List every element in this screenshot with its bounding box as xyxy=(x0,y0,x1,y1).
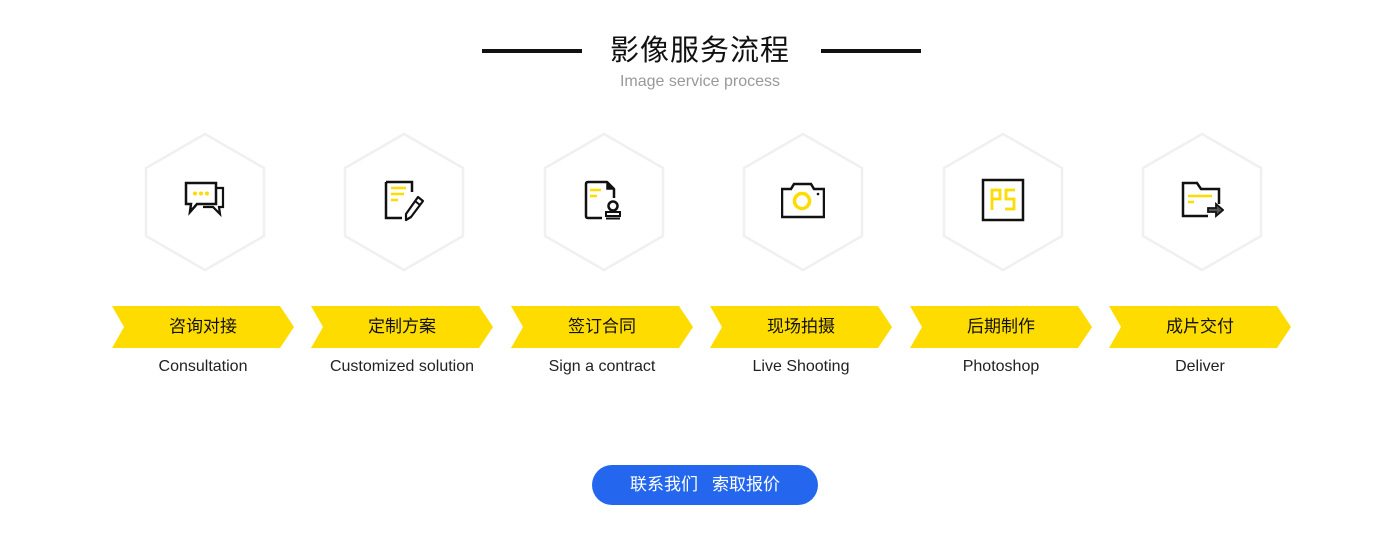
get-quote-label: 索取报价 xyxy=(712,475,780,495)
hexagon-frame xyxy=(543,132,665,272)
process-step-customized-solution: 定制方案 Customized solution xyxy=(301,130,501,390)
process-step-deliver: 成片交付 Deliver xyxy=(1099,130,1299,390)
title-divider-left xyxy=(482,49,582,53)
step-chevron: 定制方案 xyxy=(311,306,493,348)
step-title-en: Sign a contract xyxy=(548,358,656,375)
hexagon-frame xyxy=(343,132,465,272)
step-title-en: Consultation xyxy=(158,358,248,375)
section-subtitle: Image service process xyxy=(619,73,781,90)
hexagon-frame xyxy=(942,132,1064,272)
photoshop-icon xyxy=(981,178,1025,222)
step-title-en: Customized solution xyxy=(329,358,475,375)
step-title-cn: 现场拍摄 xyxy=(767,317,835,337)
chat-bubbles-icon xyxy=(183,178,227,222)
title-divider-right xyxy=(821,49,921,53)
process-step-sign-contract: 签订合同 Sign a contract xyxy=(501,130,701,390)
hexagon-frame xyxy=(1141,132,1263,272)
step-chevron: 签订合同 xyxy=(511,306,693,348)
step-chevron: 后期制作 xyxy=(910,306,1092,348)
step-title-en: Live Shooting xyxy=(752,358,850,375)
step-title-cn: 定制方案 xyxy=(368,317,436,337)
step-title-cn: 签订合同 xyxy=(568,317,636,337)
hexagon-frame xyxy=(742,132,864,272)
step-title-cn: 咨询对接 xyxy=(169,317,237,337)
step-chevron: 现场拍摄 xyxy=(710,306,892,348)
step-title-en: Deliver xyxy=(1175,358,1225,375)
step-title-cn: 后期制作 xyxy=(967,317,1035,337)
step-title-cn: 成片交付 xyxy=(1166,317,1234,337)
process-step-live-shooting: 现场拍摄 Live Shooting xyxy=(700,130,900,390)
process-step-consultation: 咨询对接 Consultation xyxy=(102,130,302,390)
step-chevron: 咨询对接 xyxy=(112,306,294,348)
camera-icon xyxy=(780,178,826,222)
contract-stamp-icon xyxy=(582,178,626,222)
process-steps: 咨询对接 Consultation 定制方案 Customized soluti… xyxy=(0,130,1400,390)
document-edit-icon xyxy=(382,178,426,222)
section-header: 影像服务流程 Image service process xyxy=(0,28,1400,91)
process-step-photoshop: 后期制作 Photoshop xyxy=(900,130,1100,390)
folder-export-icon xyxy=(1180,178,1225,222)
step-title-en: Photoshop xyxy=(962,358,1040,375)
section-title: 影像服务流程 xyxy=(609,33,790,67)
step-chevron: 成片交付 xyxy=(1109,306,1291,348)
contact-us-label: 联系我们 xyxy=(630,475,698,495)
contact-us-get-quote-button[interactable]: 联系我们索取报价 xyxy=(592,465,818,505)
